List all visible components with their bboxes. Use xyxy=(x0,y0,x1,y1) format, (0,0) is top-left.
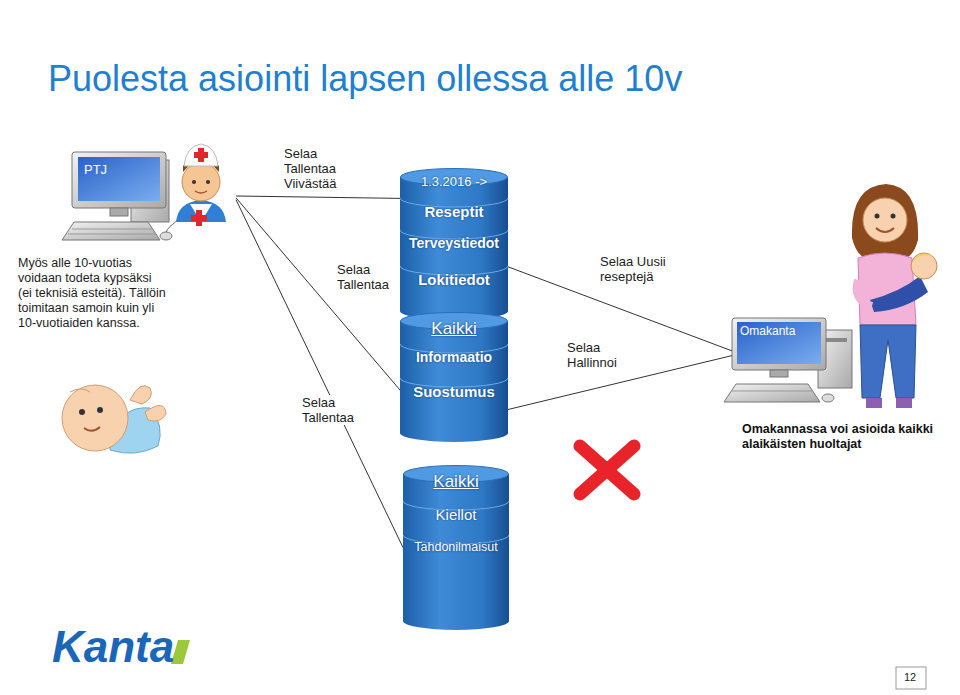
connector-line xyxy=(236,196,400,198)
node-text: Terveystiedot xyxy=(409,234,499,252)
note-text: Omakannassa voi asioida kaikki alaikäist… xyxy=(742,422,942,452)
system-screen: Omakanta xyxy=(732,318,856,412)
red-cross-mark xyxy=(580,446,634,494)
node-text: Suostumus xyxy=(413,382,495,401)
connector-line xyxy=(508,356,732,410)
connector-label: Selaa Tallentaa Viivästää xyxy=(282,146,339,191)
slide-title: Puolesta asiointi lapsen ollessa alle 10… xyxy=(48,58,682,100)
node-text: Kiellot xyxy=(436,505,477,524)
node-text: Tahdonilmaisut xyxy=(414,539,497,555)
mother-with-child xyxy=(852,184,937,408)
logo-text: Kanta xyxy=(52,622,174,672)
node-text: Reseptit xyxy=(424,202,483,221)
node-text: Informaatio xyxy=(416,348,492,366)
page-number: 12 xyxy=(904,670,916,684)
node-text: Kaikki xyxy=(431,318,476,339)
node-text: Lokitiedot xyxy=(418,270,490,289)
ptj-computer xyxy=(62,152,178,240)
database-cylinder: KaikkiKiellotTahdonilmaisut xyxy=(403,465,509,630)
connector-line xyxy=(236,198,400,390)
connector-label: Selaa Uusii reseptejä xyxy=(598,254,702,284)
node-text: PTJ xyxy=(84,162,107,178)
database-cylinder: 1.3.2016 -> ReseptitTerveystiedotLokitied… xyxy=(400,168,508,320)
node-text: 1.3.2016 -> xyxy=(421,174,487,190)
baby xyxy=(62,385,166,453)
node-text: Kaikki xyxy=(433,471,478,492)
connector-label: Selaa Tallentaa xyxy=(300,395,356,425)
node-text: Omakanta xyxy=(740,324,795,339)
page-number-box xyxy=(896,667,926,689)
note-text: Myös alle 10-vuotias voidaan todeta kyps… xyxy=(18,256,166,331)
connector-label: Selaa Tallentaa xyxy=(335,262,391,292)
database-cylinder: KaikkiInformaatioSuostumus xyxy=(400,312,508,442)
system-screen: PTJ xyxy=(70,150,236,242)
omakanta-computer xyxy=(724,318,852,402)
connector-label: Selaa Hallinnoi xyxy=(565,340,619,370)
connector-line xyxy=(236,200,403,548)
nurse xyxy=(176,144,226,226)
